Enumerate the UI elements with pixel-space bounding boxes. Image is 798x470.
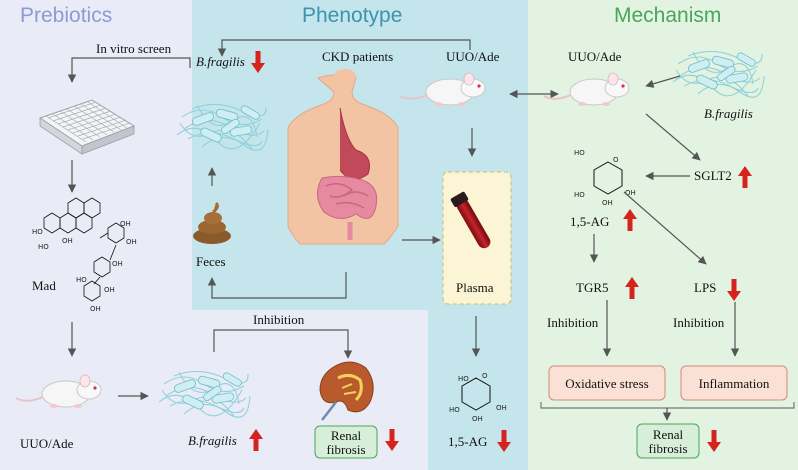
bfragilis-top-label: B.fragilis [196, 54, 245, 69]
inflammation-box [680, 365, 788, 401]
renal-fibrosis-mech-box [636, 423, 700, 459]
oxidative-stress-box [548, 365, 666, 401]
mad-atom-labels: HO HO OH OH OH OH HO OH OH [32, 220, 137, 313]
one-five-ag-mech-label: 1,5-AG [570, 214, 609, 229]
svg-text:HO: HO [574, 149, 585, 157]
feces-icon [193, 201, 231, 244]
bfragilis-mech-label: B.fragilis [704, 106, 753, 121]
lps-label: LPS [694, 280, 716, 295]
prebiotics-title: Prebiotics [20, 4, 112, 27]
svg-text:OH: OH [602, 199, 613, 207]
inflammation-label: Inflammation [699, 376, 770, 391]
uuo-ade-mech-label: UUO/Ade [568, 49, 622, 64]
phenotype-title: Phenotype [302, 4, 402, 27]
svg-text:OH: OH [496, 404, 507, 412]
tgr5-label: TGR5 [576, 280, 609, 295]
svg-text:OH: OH [120, 220, 131, 228]
svg-text:OH: OH [126, 238, 137, 246]
phenotype-panel-extension [428, 310, 528, 470]
svg-text:OH: OH [112, 260, 123, 268]
svg-text:OH: OH [62, 237, 73, 245]
svg-text:OH: OH [90, 305, 101, 313]
molecule-icon-plasma: HO HO OH OH O [449, 372, 507, 423]
bfragilis-bottom-label: B.fragilis [188, 433, 237, 448]
one-five-ag-plasma-label: 1,5-AG [448, 434, 487, 449]
ckd-patients-label: CKD patients [322, 49, 393, 64]
uuo-ade-top-label: UUO/Ade [446, 49, 500, 64]
svg-text:HO: HO [574, 191, 585, 199]
inhibition-left-label: Inhibition [547, 315, 599, 330]
mad-label: Mad [32, 278, 56, 293]
svg-text:O: O [613, 156, 619, 164]
plasma-label: Plasma [456, 280, 494, 295]
svg-text:OH: OH [625, 189, 636, 197]
sglt2-label: SGLT2 [694, 168, 732, 183]
inhibition-bottom-label: Inhibition [253, 312, 305, 327]
blood-tube-icon [450, 191, 491, 249]
svg-text:HO: HO [458, 375, 469, 383]
well-plate-icon [38, 99, 136, 155]
renal-fibrosis-bottom-line1: Renal [331, 428, 362, 443]
svg-text:HO: HO [38, 243, 49, 251]
svg-text:OH: OH [104, 286, 115, 294]
svg-text:HO: HO [449, 406, 460, 414]
renal-fibrosis-bottom-line2: fibrosis [327, 442, 366, 457]
oxidative-stress-label: Oxidative stress [565, 376, 648, 391]
in-vitro-screen-label: In vitro screen [96, 41, 172, 56]
molecule-icon-mech: HO HO OH OH O [574, 149, 636, 207]
kidney-icon [319, 361, 374, 421]
renal-fibrosis-mech-line2: fibrosis [649, 441, 688, 456]
molecule-icon-mad [43, 197, 125, 302]
svg-text:HO: HO [32, 228, 43, 236]
renal-fibrosis-bottom-box [314, 425, 378, 459]
uuo-ade-bottom-label: UUO/Ade [20, 436, 74, 451]
svg-text:OH: OH [472, 415, 483, 423]
inhibition-right-label: Inhibition [673, 315, 725, 330]
renal-fibrosis-mech-line1: Renal [653, 427, 684, 442]
mechanism-title: Mechanism [614, 4, 721, 27]
svg-text:HO: HO [76, 276, 87, 284]
human-gut-icon [287, 69, 399, 245]
svg-text:O: O [482, 372, 488, 380]
feces-label: Feces [196, 254, 226, 269]
